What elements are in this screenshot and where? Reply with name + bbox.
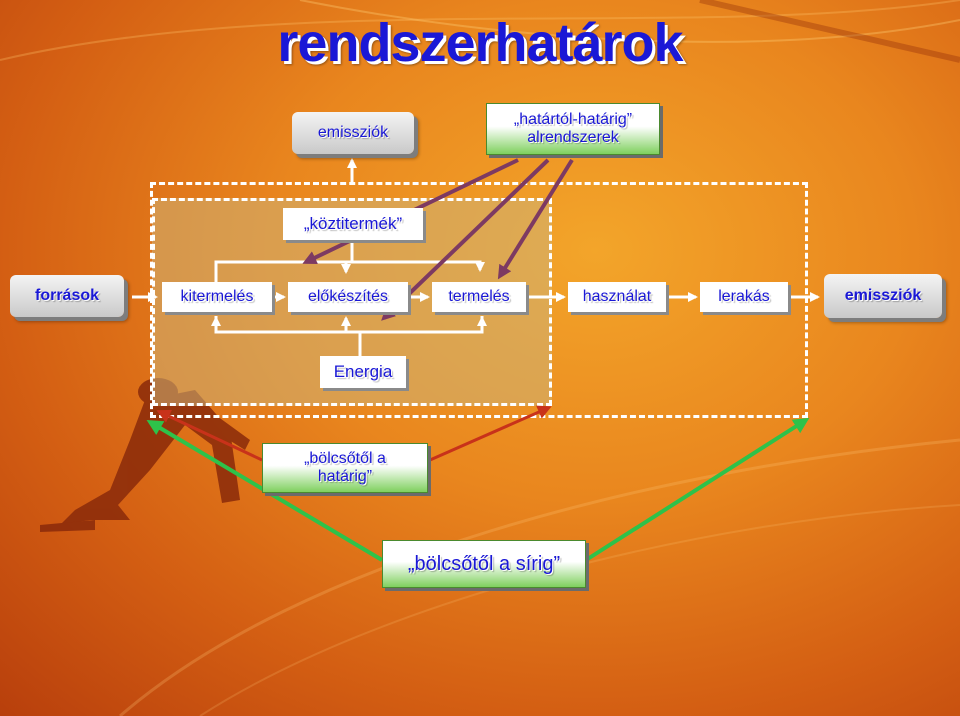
production-box: termelés: [432, 282, 526, 312]
red-arrow-left: [156, 409, 263, 462]
red-arrow-right: [429, 405, 552, 462]
cradle-to-gate-box: „bölcsőtől a határig”: [262, 443, 428, 493]
cradle-to-gate-boundary: [152, 198, 552, 406]
gate-to-gate-box: „határtól-határig” alrendszerek: [486, 103, 660, 155]
purple-arrow-3: [497, 158, 574, 280]
extraction-box: kitermelés: [162, 282, 272, 312]
cradle-to-gate-line1: „bölcsőtől a: [304, 450, 386, 468]
cradle-to-grave-box: „bölcsőtől a sírig”: [382, 540, 586, 588]
energy-bracket: [214, 316, 484, 334]
intermediate-bracket: [214, 260, 485, 282]
cradle-to-gate-line2: határig”: [317, 468, 373, 485]
purple-arrow-2: [381, 158, 550, 321]
preparation-box: előkészítés: [288, 282, 408, 312]
emissions-top-box: emissziók: [292, 112, 414, 154]
sources-box: források: [10, 275, 124, 317]
page-title: rendszerhatárok: [277, 13, 683, 73]
gate-to-gate-line1: „határtól-határig”: [513, 111, 633, 129]
intermediate-product-box: „köztitermék”: [283, 208, 423, 240]
use-box: használat: [568, 282, 666, 312]
disposal-box: lerakás: [700, 282, 788, 312]
emissions-right-box: emissziók: [824, 274, 942, 318]
energy-box: Energia: [320, 356, 406, 388]
gate-to-gate-line2: alrendszerek: [527, 129, 619, 146]
green-arrow-right: [584, 417, 810, 562]
